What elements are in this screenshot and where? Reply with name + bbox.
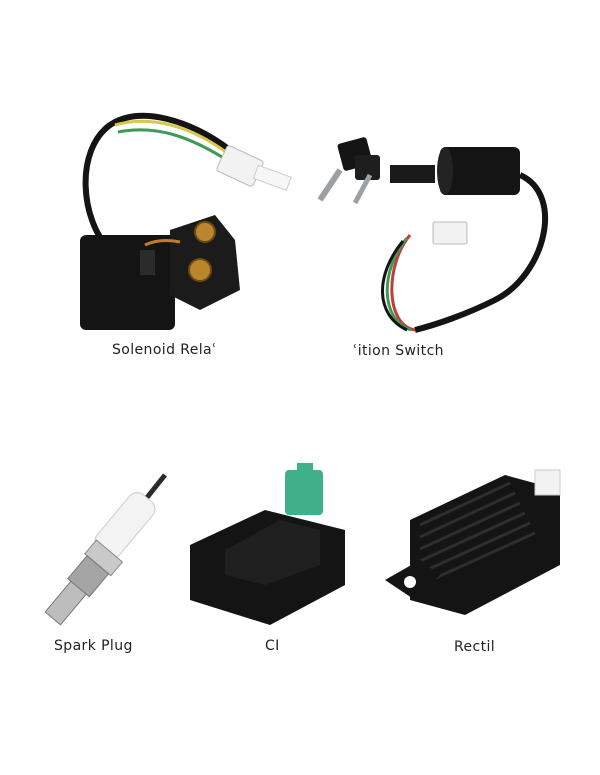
ignition-switch-label: ʿition Switch [353, 343, 444, 359]
cdi-module: CI [185, 455, 355, 654]
solenoid-relay: Solenoid Relaʿ [70, 110, 300, 358]
spark-plug-label: Spark Plug [54, 638, 133, 654]
rectifier-label: Rectil [454, 639, 496, 655]
solenoid-relay-image [80, 112, 292, 330]
cdi-module-label: CI [265, 638, 280, 654]
ignition-switch: ʿition Switch [315, 125, 565, 359]
cdi-module-image [190, 463, 345, 625]
spark-plug-image [44, 473, 167, 626]
rectifier: Rectil [385, 465, 575, 655]
rectifier-image [385, 469, 561, 615]
ignition-switch-image [317, 137, 548, 333]
spark-plug: Spark Plug [25, 470, 185, 654]
solenoid-relay-label: Solenoid Relaʿ [112, 342, 217, 358]
